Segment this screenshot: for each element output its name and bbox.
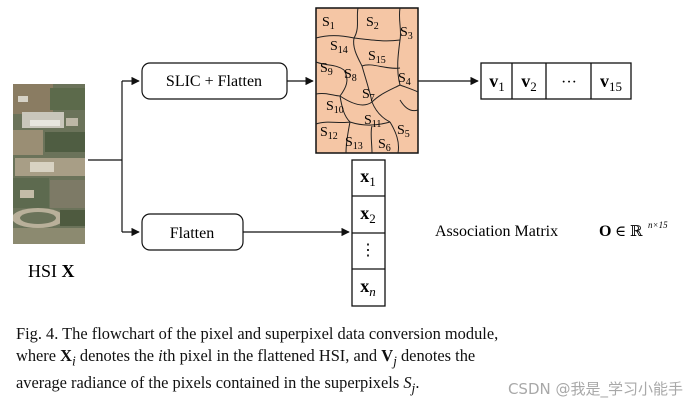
superpixel-label-s3: S3 bbox=[400, 25, 413, 42]
x-vector: x1 x2 ⋮ xn bbox=[351, 159, 386, 307]
superpixel-label-s2: S2 bbox=[366, 15, 379, 32]
slic-flatten-box: SLIC + Flatten bbox=[141, 62, 288, 100]
v-vector-cell-3: ··· bbox=[561, 74, 577, 91]
caption-line-3: average radiance of the pixels contained… bbox=[16, 373, 420, 396]
hsi-label: HSI X bbox=[28, 261, 75, 281]
superpixel-label-s13: S13 bbox=[345, 135, 363, 152]
x-vector-cell-2: x2 bbox=[360, 203, 376, 226]
superpixel-label-s14: S14 bbox=[330, 39, 348, 56]
v-vector-cell-2: v2 bbox=[521, 71, 537, 94]
superpixel-map bbox=[315, 7, 419, 154]
x-vector-cell-1: x1 bbox=[360, 166, 376, 189]
superpixel-label-s5: S5 bbox=[397, 123, 410, 140]
superpixel-label-s10: S10 bbox=[326, 99, 344, 116]
hsi-image bbox=[13, 84, 85, 244]
watermark: CSDN @我是_学习小能手 bbox=[507, 380, 683, 398]
superpixel-label-s11: S11 bbox=[364, 113, 381, 130]
caption-line-1: Fig. 4. The flowchart of the pixel and s… bbox=[16, 324, 499, 343]
association-matrix-label: Association Matrix O ∈ ℝ n×15 bbox=[435, 220, 668, 240]
svg-text:n×15: n×15 bbox=[648, 220, 668, 230]
superpixel-label-s7: S7 bbox=[362, 87, 375, 104]
flowchart: HSI X SLIC + Flatten Flatten bbox=[13, 7, 668, 307]
x-vector-cell-4: xn bbox=[360, 276, 376, 299]
superpixel-label-s9: S9 bbox=[320, 61, 333, 78]
svg-text:∈ ℝ: ∈ ℝ bbox=[615, 224, 643, 240]
v-vector-cell-4: v15 bbox=[600, 71, 622, 94]
superpixel-label-s15: S15 bbox=[368, 49, 386, 66]
svg-text:O: O bbox=[599, 223, 611, 240]
superpixel-label-s6: S6 bbox=[378, 137, 391, 154]
v-vector: v1 v2 ··· v15 bbox=[480, 62, 632, 100]
v-vector-cell-1: v1 bbox=[489, 71, 505, 94]
svg-text:Association Matrix: Association Matrix bbox=[435, 223, 558, 240]
x-vector-cell-3: ⋮ bbox=[360, 242, 376, 259]
superpixel-label-s1: S1 bbox=[322, 15, 335, 32]
figure-caption: Fig. 4. The flowchart of the pixel and s… bbox=[16, 323, 684, 400]
svg-text:SLIC + Flatten: SLIC + Flatten bbox=[166, 73, 262, 90]
superpixel-label-s8: S8 bbox=[344, 67, 357, 84]
svg-text:Flatten: Flatten bbox=[170, 225, 214, 242]
caption-line-2: where Xi denotes the ith pixel in the fl… bbox=[16, 346, 476, 369]
superpixel-label-s12: S12 bbox=[320, 125, 338, 142]
superpixel-label-s4: S4 bbox=[398, 71, 411, 88]
flatten-box: Flatten bbox=[141, 213, 244, 251]
